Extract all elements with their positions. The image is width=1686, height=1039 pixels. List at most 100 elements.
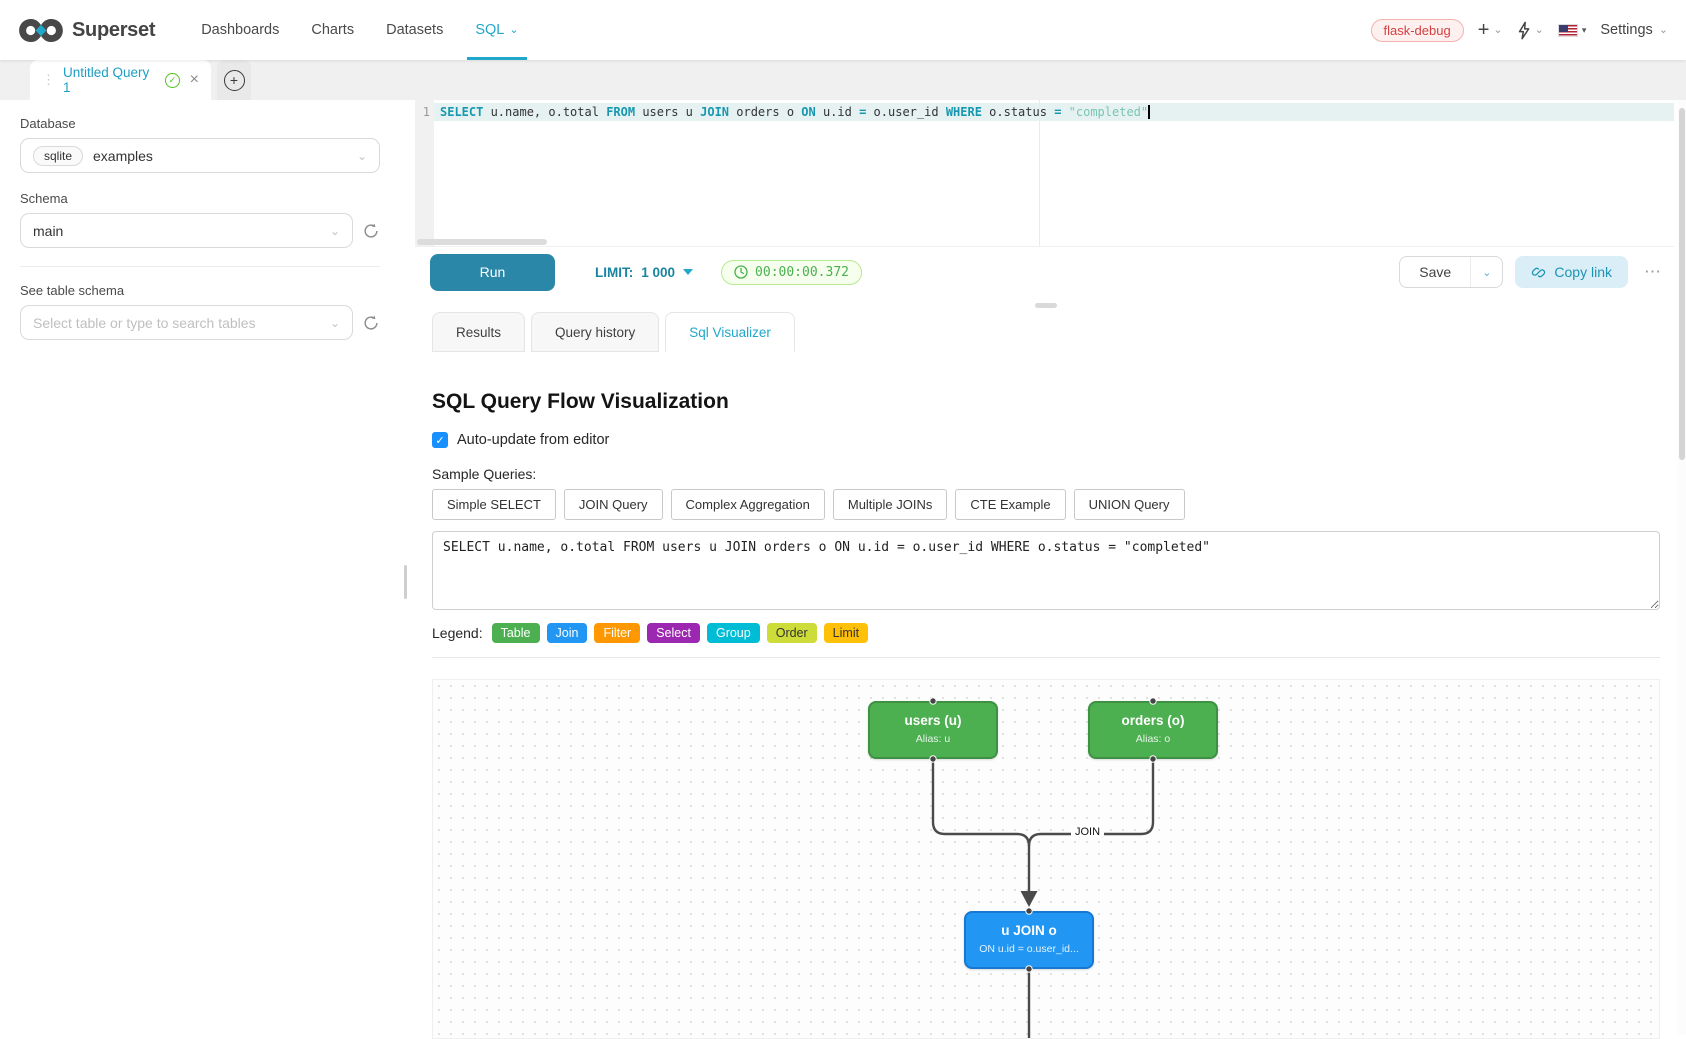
database-engine-badge: sqlite: [33, 146, 83, 166]
sql-input-textarea[interactable]: SELECT u.name, o.total FROM users u JOIN…: [432, 531, 1660, 610]
environment-tag: flask-debug: [1371, 19, 1464, 42]
editor-gutter: 1: [415, 100, 434, 246]
tab-results[interactable]: Results: [432, 312, 525, 352]
nav-item-charts[interactable]: Charts: [295, 0, 370, 60]
query-saved-check-icon: ✓: [165, 73, 180, 88]
language-picker[interactable]: ▾: [1558, 24, 1587, 37]
sql-code-line: SELECT u.name, o.total FROM users u JOIN…: [440, 105, 1150, 119]
schema-select[interactable]: main ⌄: [20, 213, 353, 248]
database-select[interactable]: sqlite examples ⌄: [20, 138, 380, 173]
chevron-down-icon: ⌄: [357, 149, 367, 163]
add-tab-plus-icon: +: [224, 70, 245, 91]
page-title: SQL Query Flow Visualization: [432, 390, 1660, 414]
run-button[interactable]: Run: [430, 254, 555, 291]
table-schema-label: See table schema: [20, 283, 380, 298]
tab-query-history[interactable]: Query history: [531, 312, 659, 352]
editor-toolbar: Run LIMIT: 1 000 00:00:00.372 Save ⌄ Cop…: [415, 250, 1674, 294]
schema-label: Schema: [20, 191, 380, 206]
limit-value: 1 000: [641, 265, 675, 280]
sample-query-buttons: Simple SELECT JOIN Query Complex Aggrega…: [432, 489, 1660, 520]
chevron-down-icon: ⌄: [330, 316, 340, 330]
timer-value: 00:00:00.372: [755, 265, 849, 280]
brand-name: Superset: [72, 19, 155, 42]
nav-item-sql[interactable]: SQL ⌄: [459, 0, 534, 60]
schema-value: main: [33, 223, 63, 239]
result-tabs: Results Query history Sql Visualizer: [432, 312, 795, 352]
clock-icon: [734, 265, 748, 279]
save-dropdown-caret[interactable]: ⌄: [1470, 257, 1502, 287]
chevron-down-icon: ⌄: [330, 224, 340, 238]
sample-button-complex-aggregation[interactable]: Complex Aggregation: [671, 489, 825, 520]
auto-update-label: Auto-update from editor: [457, 432, 609, 448]
query-tab-title: Untitled Query 1: [63, 65, 157, 95]
panel-resize-handle[interactable]: [1035, 303, 1057, 308]
flow-edges: [433, 680, 1660, 1039]
link-icon: [1531, 265, 1546, 280]
caret-down-icon: [683, 269, 693, 275]
flow-node-users[interactable]: users (u) Alias: u: [868, 701, 998, 759]
auto-update-checkbox[interactable]: ✓: [432, 432, 448, 448]
sample-button-union-query[interactable]: UNION Query: [1074, 489, 1185, 520]
lightning-icon: [1517, 21, 1531, 40]
nav-item-dashboards[interactable]: Dashboards: [185, 0, 295, 60]
table-select[interactable]: Select table or type to search tables ⌄: [20, 305, 353, 340]
settings-menu[interactable]: Settings ⌄: [1600, 22, 1668, 38]
sample-button-cte-example[interactable]: CTE Example: [955, 489, 1065, 520]
sample-button-simple-select[interactable]: Simple SELECT: [432, 489, 556, 520]
sql-lab-shortcut-dropdown[interactable]: ⌄: [1517, 21, 1544, 40]
legend-badge-table: Table: [492, 623, 540, 643]
sql-visualizer-panel: SQL Query Flow Visualization ✓ Auto-upda…: [432, 352, 1660, 1034]
limit-dropdown[interactable]: LIMIT: 1 000: [595, 265, 693, 280]
superset-infinity-icon: [18, 15, 64, 46]
sample-button-multiple-joins[interactable]: Multiple JOINs: [833, 489, 948, 520]
drag-handle-icon[interactable]: ⋮: [42, 72, 55, 88]
limit-label: LIMIT:: [595, 265, 633, 280]
save-button[interactable]: Save: [1400, 257, 1470, 287]
chevron-down-icon: ⌄: [1493, 25, 1502, 36]
editor-horizontal-scrollbar[interactable]: [417, 239, 547, 245]
close-icon[interactable]: ×: [190, 71, 199, 89]
nav-item-datasets[interactable]: Datasets: [370, 0, 459, 60]
refresh-icon[interactable]: [362, 222, 380, 240]
refresh-icon[interactable]: [362, 314, 380, 332]
legend-badge-order: Order: [767, 623, 817, 643]
query-tab-untitled-query-1[interactable]: ⋮ Untitled Query 1 ✓ ×: [30, 60, 211, 100]
new-item-dropdown[interactable]: + ⌄: [1478, 20, 1503, 40]
editor-print-margin: [1039, 100, 1040, 246]
flow-canvas[interactable]: users (u) Alias: u orders (o) Alias: o u…: [432, 679, 1660, 1039]
top-nav: Superset Dashboards Charts Datasets SQL …: [0, 0, 1686, 60]
line-number: 1: [423, 105, 430, 119]
chevron-down-icon: ⌄: [509, 25, 518, 36]
more-menu-icon[interactable]: ⋯: [1640, 262, 1666, 282]
legend-badge-filter: Filter: [594, 623, 640, 643]
flow-node-join[interactable]: u JOIN o ON u.id = o.user_id...: [964, 911, 1094, 969]
legend-badge-limit: Limit: [824, 623, 868, 643]
scrollbar-thumb[interactable]: [1679, 108, 1685, 460]
legend-badge-join: Join: [547, 623, 588, 643]
legend-badge-group: Group: [707, 623, 760, 643]
database-value: examples: [93, 148, 153, 164]
query-tab-strip: ⋮ Untitled Query 1 ✓ × +: [0, 60, 1686, 100]
page-scrollbar: [1678, 60, 1686, 1034]
sidebar-resize-handle[interactable]: [404, 565, 407, 599]
query-timer: 00:00:00.372: [721, 260, 862, 285]
new-query-tab-button[interactable]: +: [217, 60, 251, 100]
tab-sql-visualizer[interactable]: Sql Visualizer: [665, 312, 795, 352]
join-edge-label: JOIN: [1071, 825, 1104, 839]
database-label: Database: [20, 116, 380, 131]
flow-node-orders[interactable]: orders (o) Alias: o: [1088, 701, 1218, 759]
caret-down-icon: ▾: [1582, 25, 1587, 36]
table-select-placeholder: Select table or type to search tables: [33, 315, 256, 331]
copy-link-button[interactable]: Copy link: [1515, 256, 1628, 288]
chevron-down-icon: ⌄: [1659, 25, 1668, 36]
us-flag-icon: [1558, 24, 1578, 37]
sqllab-sidebar: Database sqlite examples ⌄ Schema main ⌄…: [0, 100, 400, 1034]
text-cursor: [1148, 105, 1150, 119]
sql-editor[interactable]: 1 SELECT u.name, o.total FROM users u JO…: [415, 100, 1674, 247]
plus-icon: +: [1478, 20, 1490, 40]
sample-button-join-query[interactable]: JOIN Query: [564, 489, 663, 520]
chevron-down-icon: ⌄: [1535, 25, 1544, 36]
superset-logo[interactable]: Superset: [18, 15, 155, 46]
sidebar-divider: [20, 266, 380, 267]
legend-badge-select: Select: [647, 623, 700, 643]
